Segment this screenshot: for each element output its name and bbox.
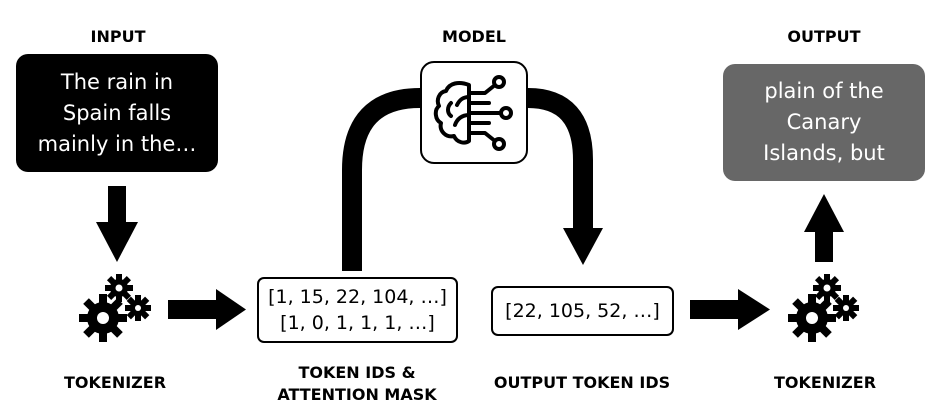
output-text-box: plain of the Canary Islands, but xyxy=(723,64,925,181)
label-tokenizer-left: TOKENIZER xyxy=(63,373,167,392)
attention-mask-value: [1, 0, 1, 1, 1, …] xyxy=(280,312,435,334)
brain-circuit-icon xyxy=(433,74,513,151)
label-input: INPUT xyxy=(90,27,146,46)
output-token-ids-box: [22, 105, 52, …] xyxy=(491,286,674,336)
output-token-ids-value: [22, 105, 52, …] xyxy=(505,300,660,322)
input-text-box: The rain in Spain falls mainly in the… xyxy=(16,54,218,172)
label-output: OUTPUT xyxy=(787,27,861,46)
arrow-output-ids-to-tokenizer xyxy=(690,289,770,330)
arrow-input-to-tokenizer xyxy=(96,186,138,262)
label-token-ids-line1: TOKEN IDS & xyxy=(298,363,416,382)
token-ids-box: [1, 15, 22, 104, …] [1, 0, 1, 1, 1, …] xyxy=(257,277,458,343)
model-box xyxy=(420,61,528,164)
gears-icon xyxy=(79,274,151,342)
label-model: MODEL xyxy=(442,27,506,46)
arrow-tokenizer-to-output xyxy=(804,194,844,262)
label-token-ids-line2: ATTENTION MASK xyxy=(277,385,437,404)
arrow-tokenizer-to-token-ids xyxy=(168,289,246,330)
label-tokenizer-right: TOKENIZER xyxy=(773,373,877,392)
gears-icon xyxy=(788,274,859,342)
token-ids-value: [1, 15, 22, 104, …] xyxy=(268,286,447,308)
arrow-model-arch xyxy=(342,88,603,271)
label-output-token-ids: OUTPUT TOKEN IDS xyxy=(493,373,671,392)
